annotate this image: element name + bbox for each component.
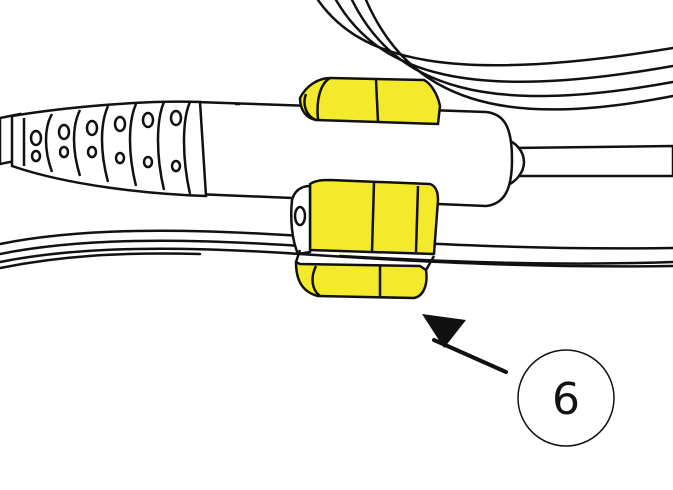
top-loop-cable	[316, 0, 673, 111]
arrow-icon	[422, 314, 508, 374]
connector-grip	[10, 100, 208, 198]
callout: 6	[517, 349, 615, 447]
callout-number: 6	[552, 374, 580, 425]
callout-circle	[517, 349, 615, 447]
clip-upper	[298, 76, 442, 126]
clip-lower	[290, 178, 440, 300]
right-cable	[498, 136, 673, 190]
